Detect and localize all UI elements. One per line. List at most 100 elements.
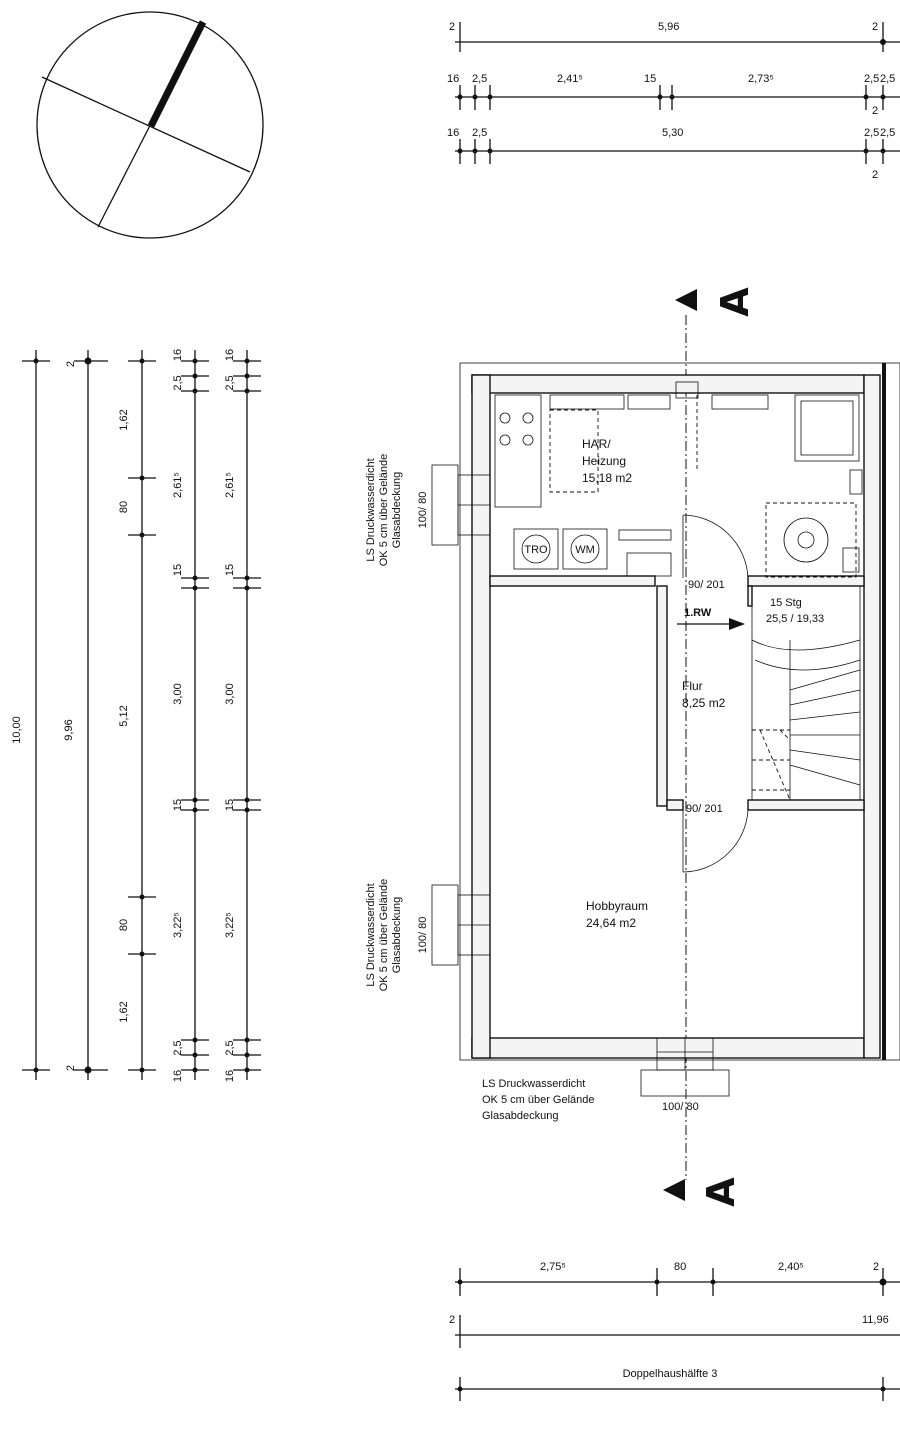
window-size: 100/ 80 [417,492,429,529]
dim-label: 15 [644,73,656,85]
dim-label: 3,00 [224,683,236,704]
dim-label: 80 [118,919,130,931]
dim-label: 80 [118,501,130,513]
dim-label: 80 [674,1261,686,1273]
building-walls [459,362,900,1061]
dim-label: 2,5 [224,375,236,390]
washer-label: WM [575,544,595,556]
dim-label: 2,5 [864,73,879,85]
note-text: LS Druckwasserdicht [365,458,377,561]
laundry-appliances: TRO WM [513,528,672,577]
north-compass [36,11,264,239]
room-name: Hobbyraum [586,899,648,913]
dim-label: 16 [224,1070,236,1082]
dim-label: 2,5 [864,127,879,139]
room-area: 8,25 m2 [682,696,726,710]
dim-label: 15 [172,799,184,811]
note-left-lower: LS Druckwasserdicht OK 5 cm über Gelände… [365,879,429,992]
dim-label: 5,12 [118,705,130,726]
section-line: A A [663,287,757,1207]
section-marker-bottom: A [699,1177,743,1207]
dim-label: 2,75⁵ [540,1261,566,1273]
door-label: 90/ 201 [688,579,725,591]
note-left-upper: LS Druckwasserdicht OK 5 cm über Gelände… [365,454,429,567]
dim-label: 2,5 [472,73,487,85]
dim-label: 15 [224,799,236,811]
washer [562,528,608,570]
window-left-upper [431,464,491,546]
dim-label: 2,5 [472,127,487,139]
stair-ratio: 25,5 / 19,33 [766,613,824,625]
dim-label: 16 [172,1070,184,1082]
dim-label: 2,61⁵ [172,472,184,498]
dim-label: 16 [447,73,459,85]
dim-label: 16 [447,127,459,139]
dim-label: 15 [172,564,184,576]
room-name: HAR/ [582,437,611,451]
note-text: OK 5 cm über Gelände [378,454,390,567]
window-bottom [640,1037,730,1097]
note-bottom: LS Druckwasserdicht OK 5 cm über Gelände… [482,1078,699,1122]
dim-label: 2,73⁵ [748,73,774,85]
window-size: 100/ 80 [417,917,429,954]
dim-label: 9,96 [63,719,75,740]
stair-direction: 1.RW [684,607,712,619]
dim-label: 2,5 [880,73,895,85]
dim-label: 2 [449,1314,455,1326]
note-text: Glasabdeckung [391,897,403,973]
dryer-label: TRO [524,544,548,556]
window-size: 100/ 80 [662,1101,699,1113]
dim-col-4: 16 2,5 2,61⁵ 15 3,00 15 3,22⁵ 2,5 16 [172,349,184,1082]
dim-label: 2 [872,21,878,33]
dim-label: 2,5 [224,1040,236,1055]
note-text: OK 5 cm über Gelände [378,879,390,992]
har-fixtures [494,381,863,508]
dim-label: 16 [224,349,236,361]
section-arrow-top [675,289,697,311]
room-area: 15,18 m2 [582,471,632,485]
dim-label: 2 [65,1065,77,1071]
dim-label: 2,41⁵ [557,73,583,85]
window-left-lower [431,884,491,966]
section-marker-top: A [713,287,757,317]
door-lower: 90/ 201 [682,803,749,873]
dim-label: 2,61⁵ [224,472,236,498]
room-name-2: Heizung [582,454,626,468]
dim-label: 2 [872,169,878,181]
note-text: LS Druckwasserdicht [482,1078,585,1090]
stair-label: 15 Stg [770,597,802,609]
dim-label: 1,62 [118,409,130,430]
dim-label: 5,96 [658,21,679,33]
note-text: LS Druckwasserdicht [365,883,377,986]
dim-label: 2 [65,361,77,367]
staircase: 15 Stg 25,5 / 19,33 1.RW [677,585,861,801]
dim-label: 2,5 [880,127,895,139]
dim-label: 3,22⁵ [172,912,184,938]
top-dimension-chains: 2 5,96 2 16 2,5 2,41⁵ 15 2,73⁵ 2,5 2,5 1… [447,21,900,181]
dim-label: 15 [224,564,236,576]
house-label: Doppelhaushälfte 3 [623,1368,718,1380]
dim-label: 11,96 [862,1314,889,1326]
dim-label: 2,5 [172,375,184,390]
dim-label: 1,62 [118,1001,130,1022]
section-arrow-bottom [663,1179,685,1201]
dim-label: 2 [873,1261,879,1273]
room-har: HAR/ Heizung 15,18 m2 [582,437,632,485]
dim-label: 16 [172,349,184,361]
note-text: Glasabdeckung [482,1110,558,1122]
dim-col-5: 16 2,5 2,61⁵ 15 3,00 15 3,22⁵ 2,5 16 [224,349,236,1082]
left-dimension-chains: 10,00 2 9,96 2 1,62 80 5,12 80 1,62 16 2… [11,349,261,1082]
note-text: Glasabdeckung [391,472,403,548]
room-flur: Flur 8,25 m2 [682,679,726,710]
dim-label: 2,40⁵ [778,1261,804,1273]
bottom-dimension-chains: 2,75⁵ 80 2,40⁵ 2 2 11,96 Doppelhaushälft… [449,1261,900,1401]
dim-label: 5,30 [662,127,683,139]
door-label: 90/ 201 [686,803,723,815]
room-name: Flur [682,679,703,693]
bath-fixtures [765,502,860,578]
dryer [513,528,559,570]
dim-label: 10,00 [11,716,23,744]
dim-label: 2,5 [172,1040,184,1055]
dim-label: 3,22⁵ [224,912,236,938]
